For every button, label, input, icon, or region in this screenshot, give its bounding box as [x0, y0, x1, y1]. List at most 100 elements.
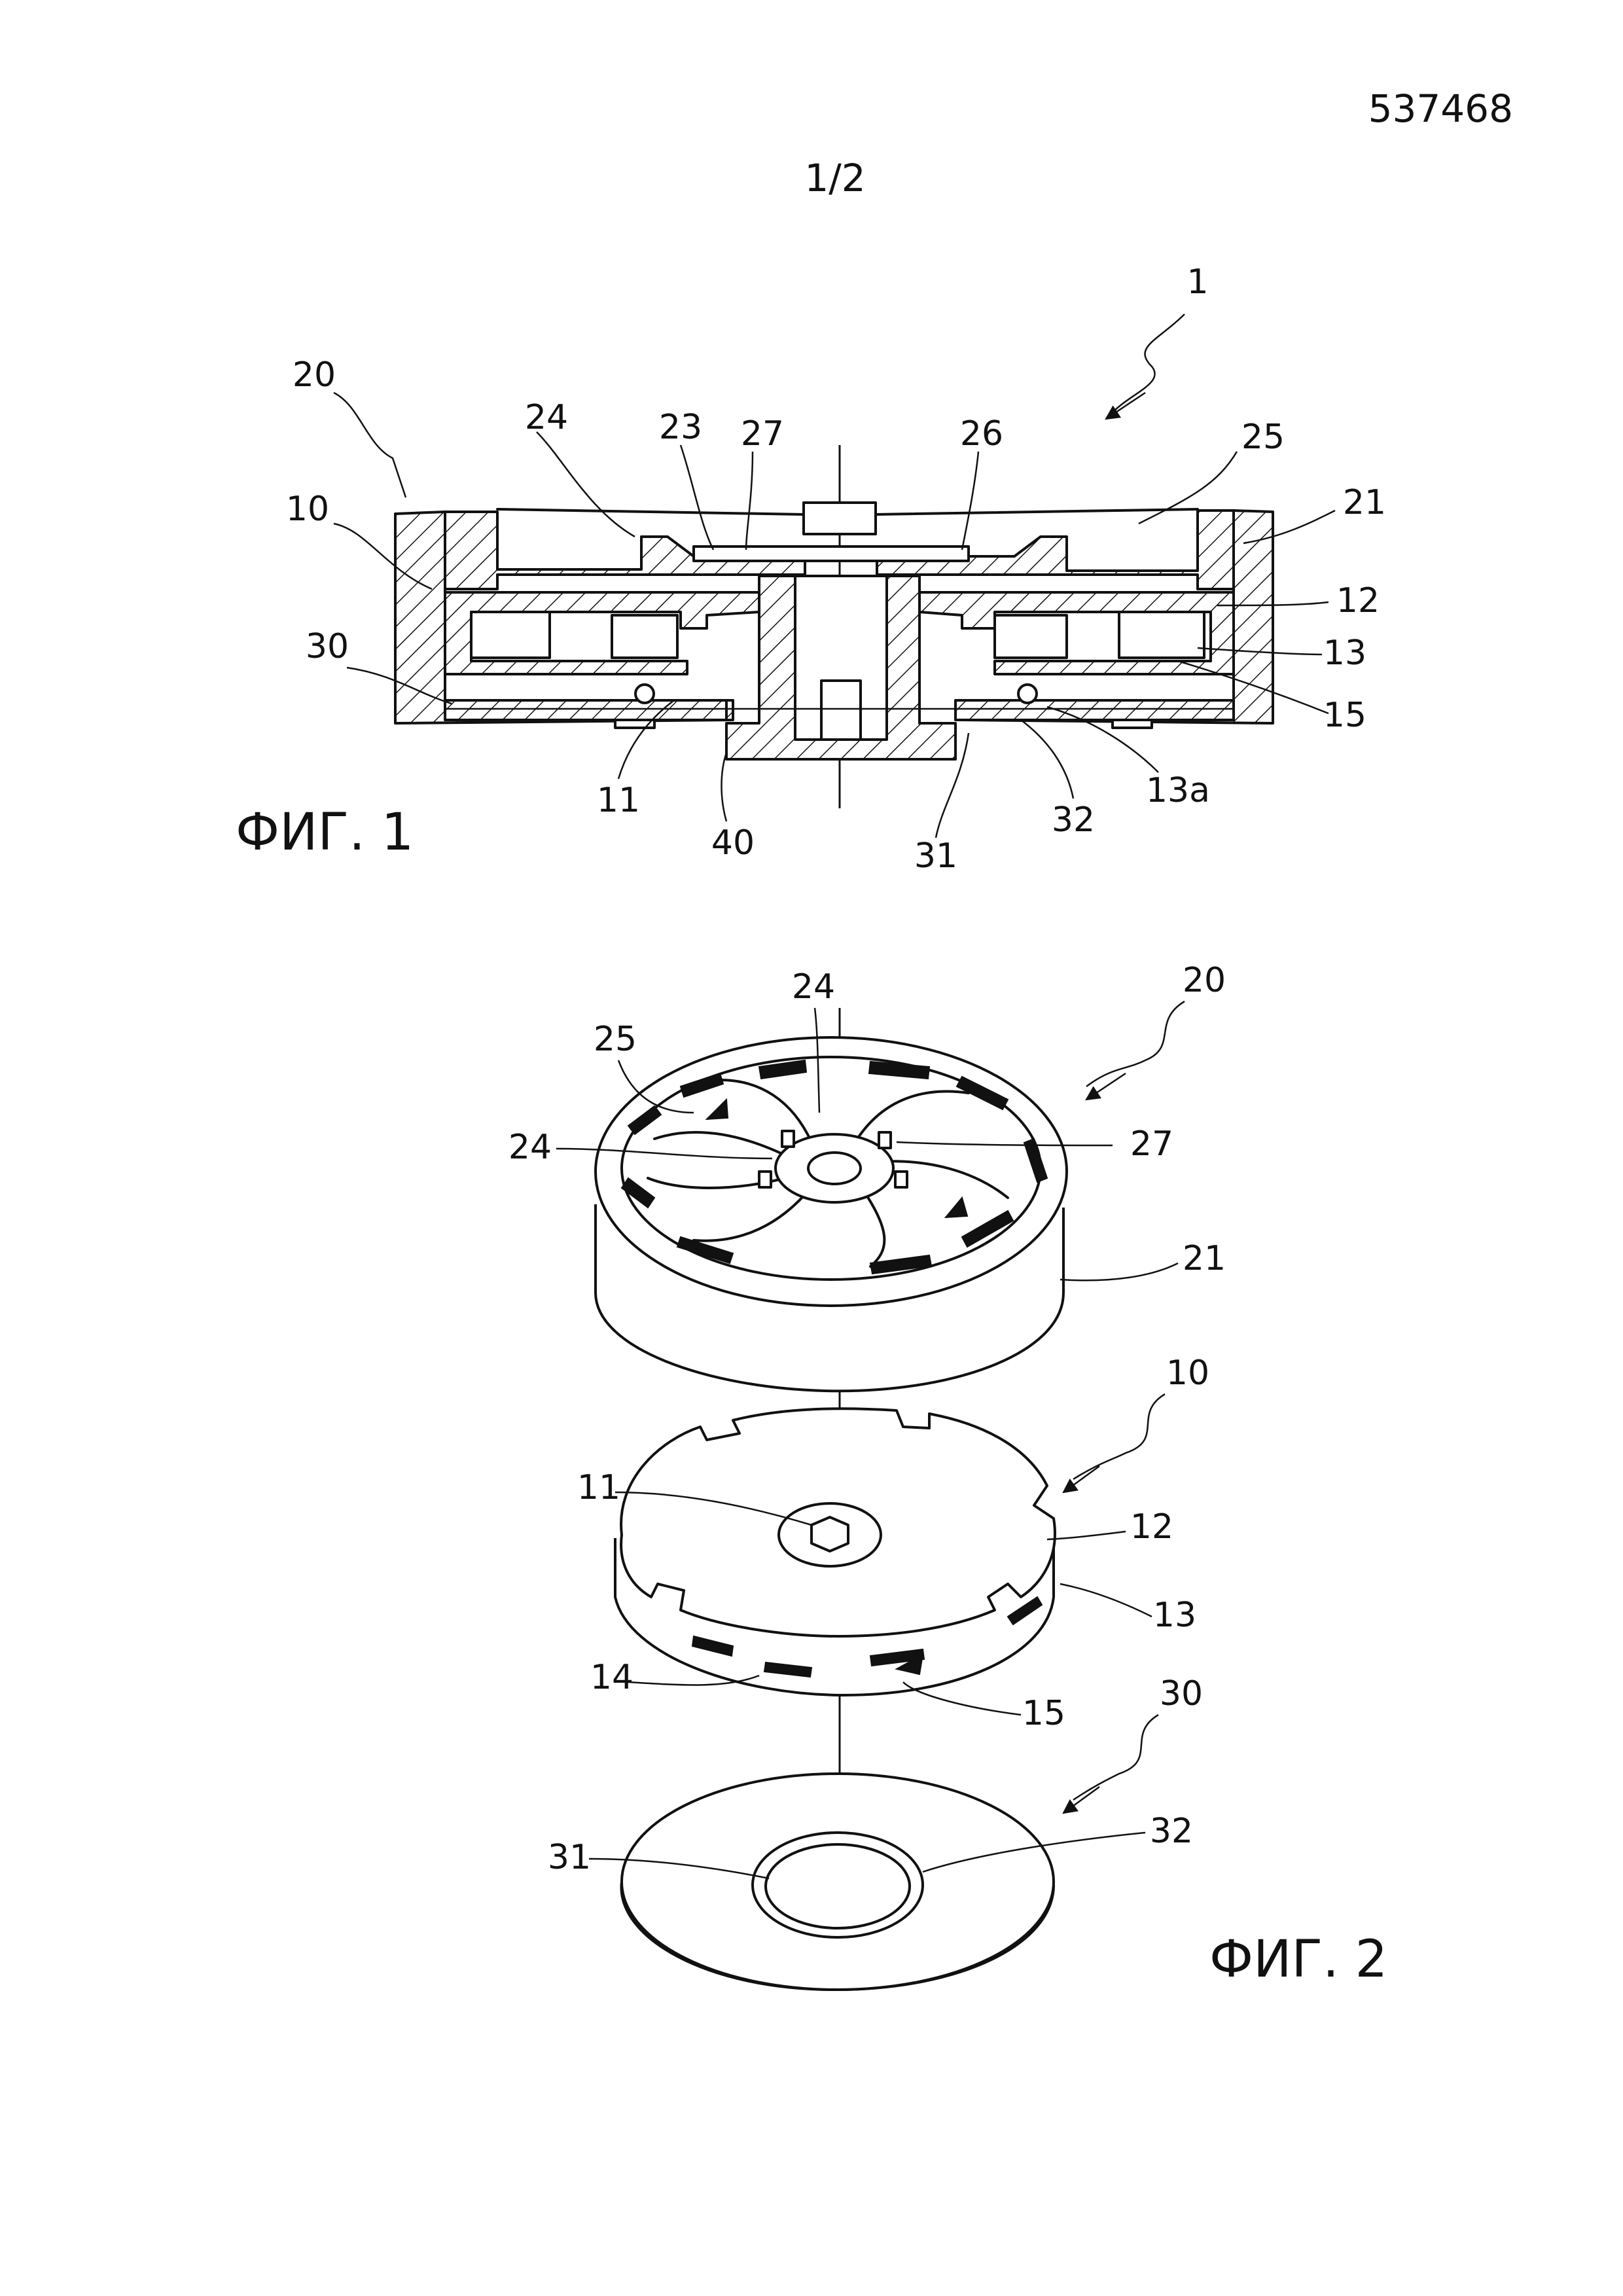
- fig2-label-15: 15: [1022, 1694, 1065, 1733]
- rotor-pocket-3: [993, 614, 1068, 659]
- leader-10: [333, 522, 433, 590]
- fig2-label-31: 31: [548, 1838, 591, 1877]
- impeller-tab-2: [878, 1131, 892, 1149]
- f2-leader-12: [1046, 1530, 1126, 1541]
- impeller-slot-5: [679, 1072, 724, 1098]
- fig2-label-25: 25: [594, 1020, 637, 1059]
- impeller-vane-6: [692, 1193, 806, 1242]
- fig1-label-11: 11: [597, 781, 640, 820]
- leader-30: [346, 666, 452, 705]
- f2-leader-21: [1060, 1262, 1179, 1282]
- rotor-10: [614, 1407, 1056, 1696]
- fig2-label-27: 27: [1130, 1124, 1173, 1164]
- leader-31: [935, 732, 970, 838]
- fig2-label-30: 30: [1160, 1674, 1203, 1713]
- fig1-label-40: 40: [711, 823, 755, 863]
- f2-leader-32: [922, 1831, 1146, 1873]
- rotor-slot-4: [763, 1661, 813, 1678]
- impeller-vane-1: [653, 1131, 793, 1160]
- impeller-slot-4: [1023, 1138, 1048, 1183]
- rotor-hex-bore: [810, 1516, 849, 1552]
- top-cap: [802, 501, 877, 535]
- leader-15: [1177, 660, 1329, 715]
- leader-13: [1197, 647, 1323, 656]
- leader-27: [745, 451, 754, 550]
- impeller-vane-4: [876, 1160, 1009, 1199]
- impeller-20: [594, 1036, 1068, 1393]
- impeller-vane-3: [856, 1090, 970, 1140]
- leader-40: [721, 752, 728, 822]
- impeller-arrow-2: [944, 1196, 969, 1219]
- rotor-pocket-2: [611, 614, 679, 659]
- fig1-label-27: 27: [741, 414, 784, 454]
- fig1-label-20: 20: [293, 355, 336, 395]
- f2-leader-13: [1060, 1583, 1152, 1618]
- boss-right: [1017, 683, 1038, 704]
- f2-leader-31: [588, 1857, 770, 1880]
- f2-leader-11: [615, 1491, 812, 1526]
- top-line-right: [874, 508, 1199, 516]
- impeller-slot-10: [961, 1210, 1014, 1248]
- leader-21: [1243, 509, 1336, 545]
- impeller-arrow-1: [705, 1098, 729, 1121]
- f2-leader-30: [1073, 1713, 1159, 1801]
- fig1-caption: ФИГ. 1: [236, 803, 414, 862]
- fig1-label-13: 13: [1323, 634, 1366, 673]
- fig1-label-10: 10: [286, 490, 329, 529]
- f2-leader-20-arrow: [1085, 1072, 1126, 1101]
- fig1-label-1: 1: [1186, 262, 1208, 302]
- rotor-pocket-4: [1118, 611, 1205, 659]
- impeller-vane-5: [863, 1190, 886, 1268]
- fig1-label-30: 30: [306, 627, 349, 666]
- figure-1-section-view: 1 20 10 30 24 23 27 26 25 21 12 13 15 11…: [236, 262, 1386, 876]
- leader-26: [961, 451, 980, 550]
- fig1-label-15: 15: [1323, 696, 1366, 735]
- fig1-label-26: 26: [960, 414, 1003, 454]
- f2-leader-24top: [813, 1007, 821, 1113]
- f2-leader-24left: [556, 1147, 773, 1160]
- fig1-label-25: 25: [1241, 418, 1285, 457]
- fig1-label-13a: 13a: [1146, 771, 1210, 810]
- impeller-slot-7: [620, 1177, 656, 1209]
- bottom-disk-right: [954, 699, 1235, 721]
- impeller-hub-bore: [807, 1151, 862, 1185]
- fig2-caption: ФИГ. 2: [1209, 1930, 1387, 1989]
- leader-13a: [1046, 706, 1159, 773]
- fig1-label-23: 23: [659, 408, 702, 447]
- disk-30: [620, 1772, 1055, 1991]
- fig2-label-20: 20: [1183, 961, 1226, 1000]
- leader-25: [1138, 451, 1238, 525]
- fig1-label-12: 12: [1336, 581, 1380, 620]
- impeller-slot-2: [868, 1060, 931, 1080]
- cover-plate-right: [876, 509, 1235, 590]
- leader-32: [1020, 719, 1075, 799]
- fig2-label-12: 12: [1130, 1507, 1173, 1547]
- fig2-label-24-top: 24: [792, 967, 835, 1007]
- fig1-label-32: 32: [1052, 800, 1095, 840]
- figure-2-exploded-view: 24 20 25 24 27 21 10 11 12 13 14 15 30 3…: [508, 961, 1387, 1991]
- leader-24: [536, 431, 635, 538]
- impeller-tab-1: [781, 1130, 795, 1148]
- fig1-label-31: 31: [914, 836, 957, 876]
- impeller-slot-1: [758, 1059, 808, 1080]
- disk-ring-inner: [764, 1843, 911, 1929]
- f2-leader-14: [628, 1674, 760, 1686]
- f2-leader-15: [902, 1681, 1022, 1716]
- sheet-number: 1/2: [804, 156, 865, 200]
- impeller-slot-9: [869, 1254, 933, 1275]
- leader-11: [617, 700, 675, 780]
- impeller-slot-6: [627, 1105, 662, 1136]
- fig2-label-14: 14: [590, 1658, 633, 1697]
- fig2-label-32: 32: [1150, 1812, 1193, 1851]
- leader-20: [333, 391, 407, 498]
- foot-left: [614, 719, 656, 729]
- fig2-label-24-left: 24: [508, 1128, 552, 1167]
- leader-12: [1217, 601, 1329, 607]
- rotor-slot-2: [869, 1648, 925, 1667]
- fig2-label-13: 13: [1153, 1596, 1196, 1635]
- f2-leader-25: [617, 1060, 694, 1114]
- fig2-label-21: 21: [1183, 1239, 1226, 1278]
- boss-left: [634, 683, 655, 704]
- fig2-label-10: 10: [1166, 1354, 1209, 1393]
